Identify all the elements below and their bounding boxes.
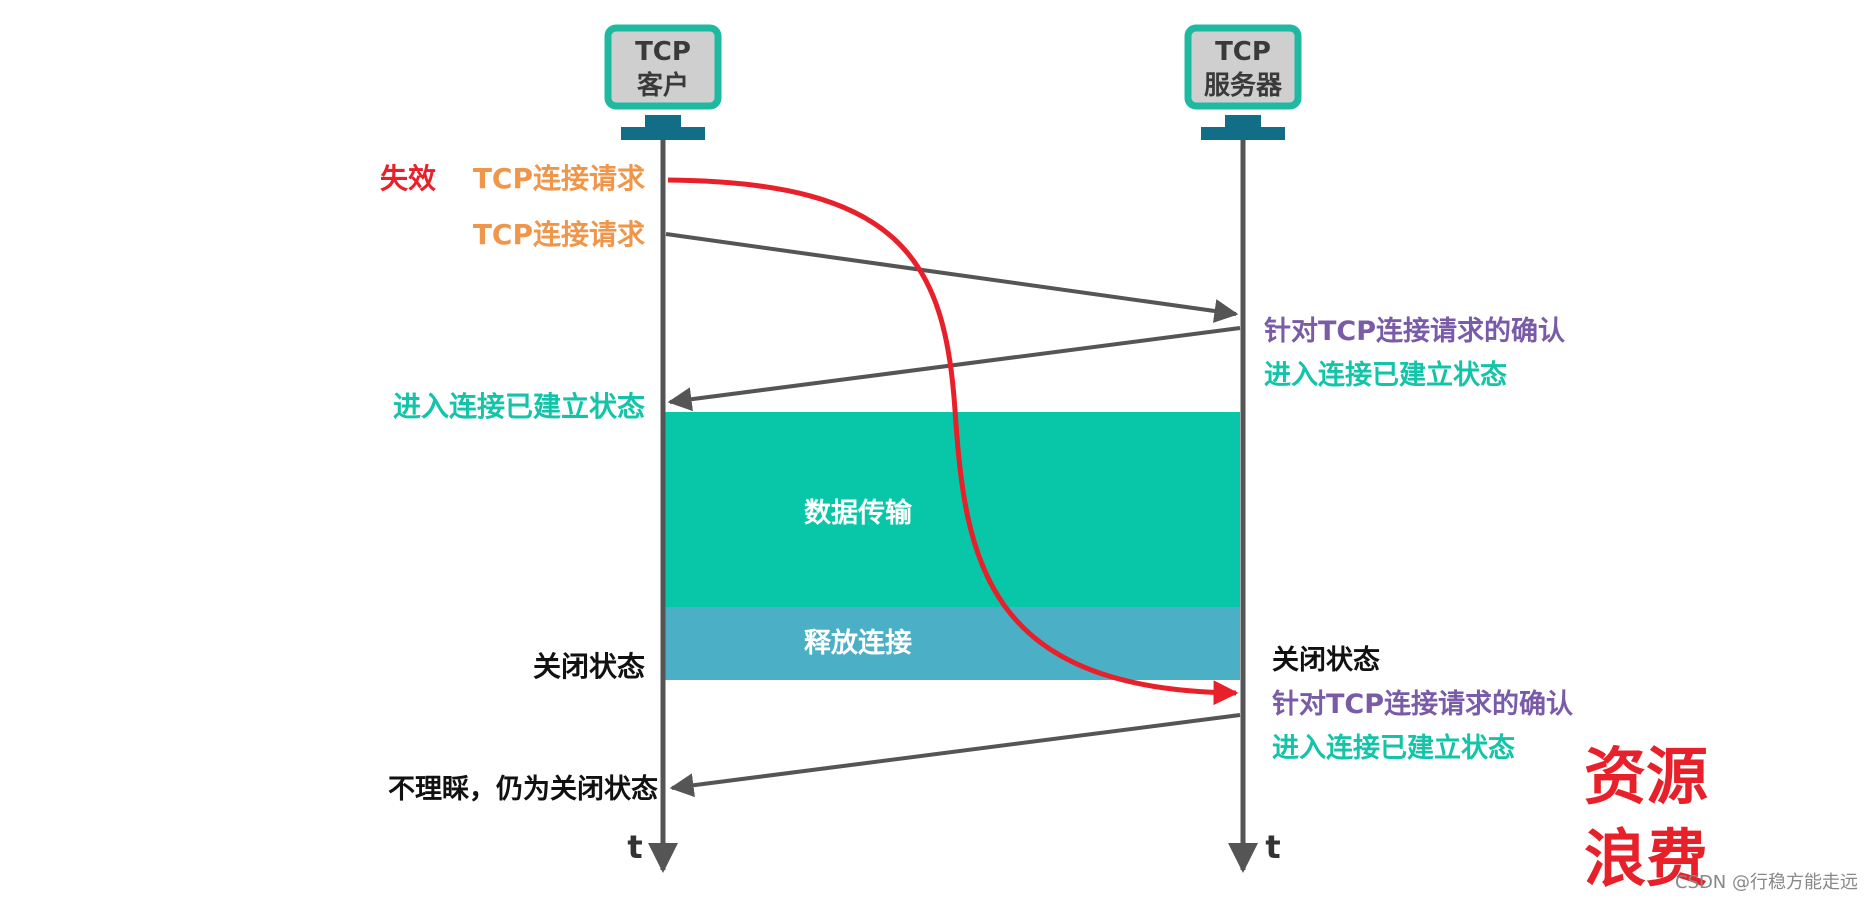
client-established-label: 进入连接已建立状态: [393, 390, 645, 423]
ack-arrow-2: [669, 713, 1241, 798]
server-closed-label: 关闭状态: [1272, 645, 1380, 676]
client-host-icon: [604, 24, 722, 140]
invalid-request-label: TCP连接请求: [473, 162, 645, 195]
resource-waste-line1: 资源: [1584, 740, 1708, 813]
server-time-label: t: [1265, 828, 1280, 866]
resource-waste-line2: 浪费: [1584, 822, 1708, 895]
invalid-tag: 失效: [380, 162, 436, 195]
invalid-request-curve: [667, 177, 1239, 706]
csdn-watermark: CSDN @行稳方能走远: [1675, 872, 1858, 893]
ack-arrow-1: [667, 326, 1241, 412]
server-established-label-1: 进入连接已建立状态: [1264, 359, 1507, 391]
client-label-line1: TCP: [635, 37, 691, 67]
server-label-line1: TCP: [1215, 37, 1271, 67]
release-connection-band: [665, 607, 1240, 680]
client-closed-label: 关闭状态: [533, 650, 645, 683]
client-label-line2: 客户: [637, 70, 689, 101]
server-ack-label-1: 针对TCP连接请求的确认: [1264, 315, 1565, 347]
client-ignore-label: 不理睬，仍为关闭状态: [388, 774, 658, 805]
data-transfer-band: [665, 412, 1240, 607]
request-label: TCP连接请求: [473, 218, 645, 251]
client-time-label: t: [627, 828, 642, 866]
request-arrow: [665, 232, 1239, 323]
release-connection-label: 释放连接: [804, 627, 912, 659]
data-transfer-label: 数据传输: [804, 497, 913, 529]
server-established-label-2: 进入连接已建立状态: [1272, 732, 1515, 764]
server-host-icon: [1184, 24, 1302, 140]
server-ack-label-2: 针对TCP连接请求的确认: [1272, 688, 1573, 720]
server-label-line2: 服务器: [1204, 71, 1283, 101]
